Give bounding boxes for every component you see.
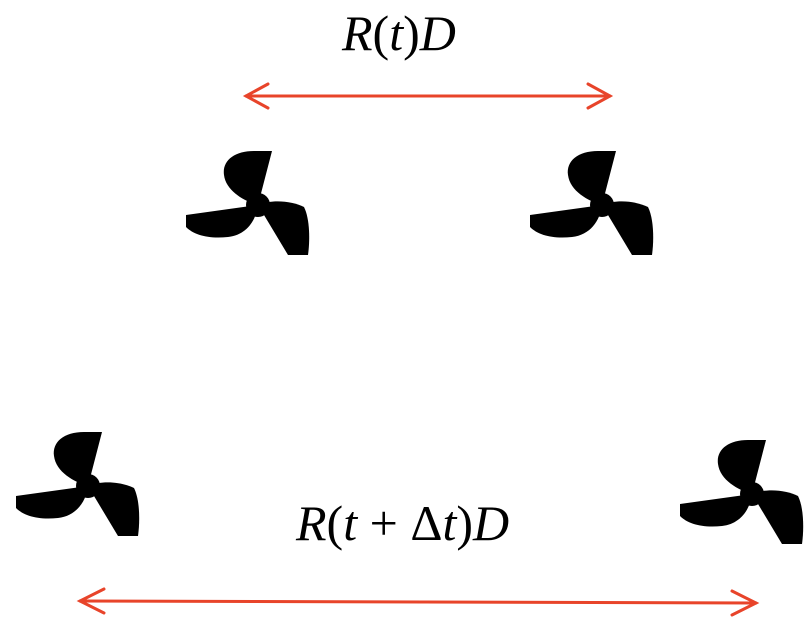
bottom-distance-label: R(t + Δt)D	[295, 495, 509, 551]
top-distance-arrow	[242, 82, 614, 110]
bottom-distance-arrow	[76, 587, 760, 617]
top-label-t: t	[389, 5, 404, 61]
bottom-label-t: t	[343, 495, 358, 551]
bottom-label-open-paren: (	[327, 495, 344, 551]
bottom-label-plus: +	[357, 495, 410, 551]
top-label-d: D	[419, 5, 456, 61]
top-label-r: R	[341, 5, 373, 61]
bottom-label-r: R	[295, 495, 327, 551]
bottom-label-d: D	[472, 495, 509, 551]
top-label-open-paren: (	[373, 5, 390, 61]
bottom-label-t2: t	[442, 495, 457, 551]
galaxy-top-right	[530, 151, 654, 255]
galaxy-bottom-right	[680, 440, 804, 544]
bottom-label-delta: Δ	[410, 495, 442, 551]
bottom-label-close-paren: )	[456, 495, 473, 551]
galaxy-bottom-left	[16, 432, 140, 536]
top-label-close-paren: )	[403, 5, 420, 61]
top-distance-label: R(t)D	[341, 5, 456, 61]
galaxy-top-left	[186, 151, 310, 255]
